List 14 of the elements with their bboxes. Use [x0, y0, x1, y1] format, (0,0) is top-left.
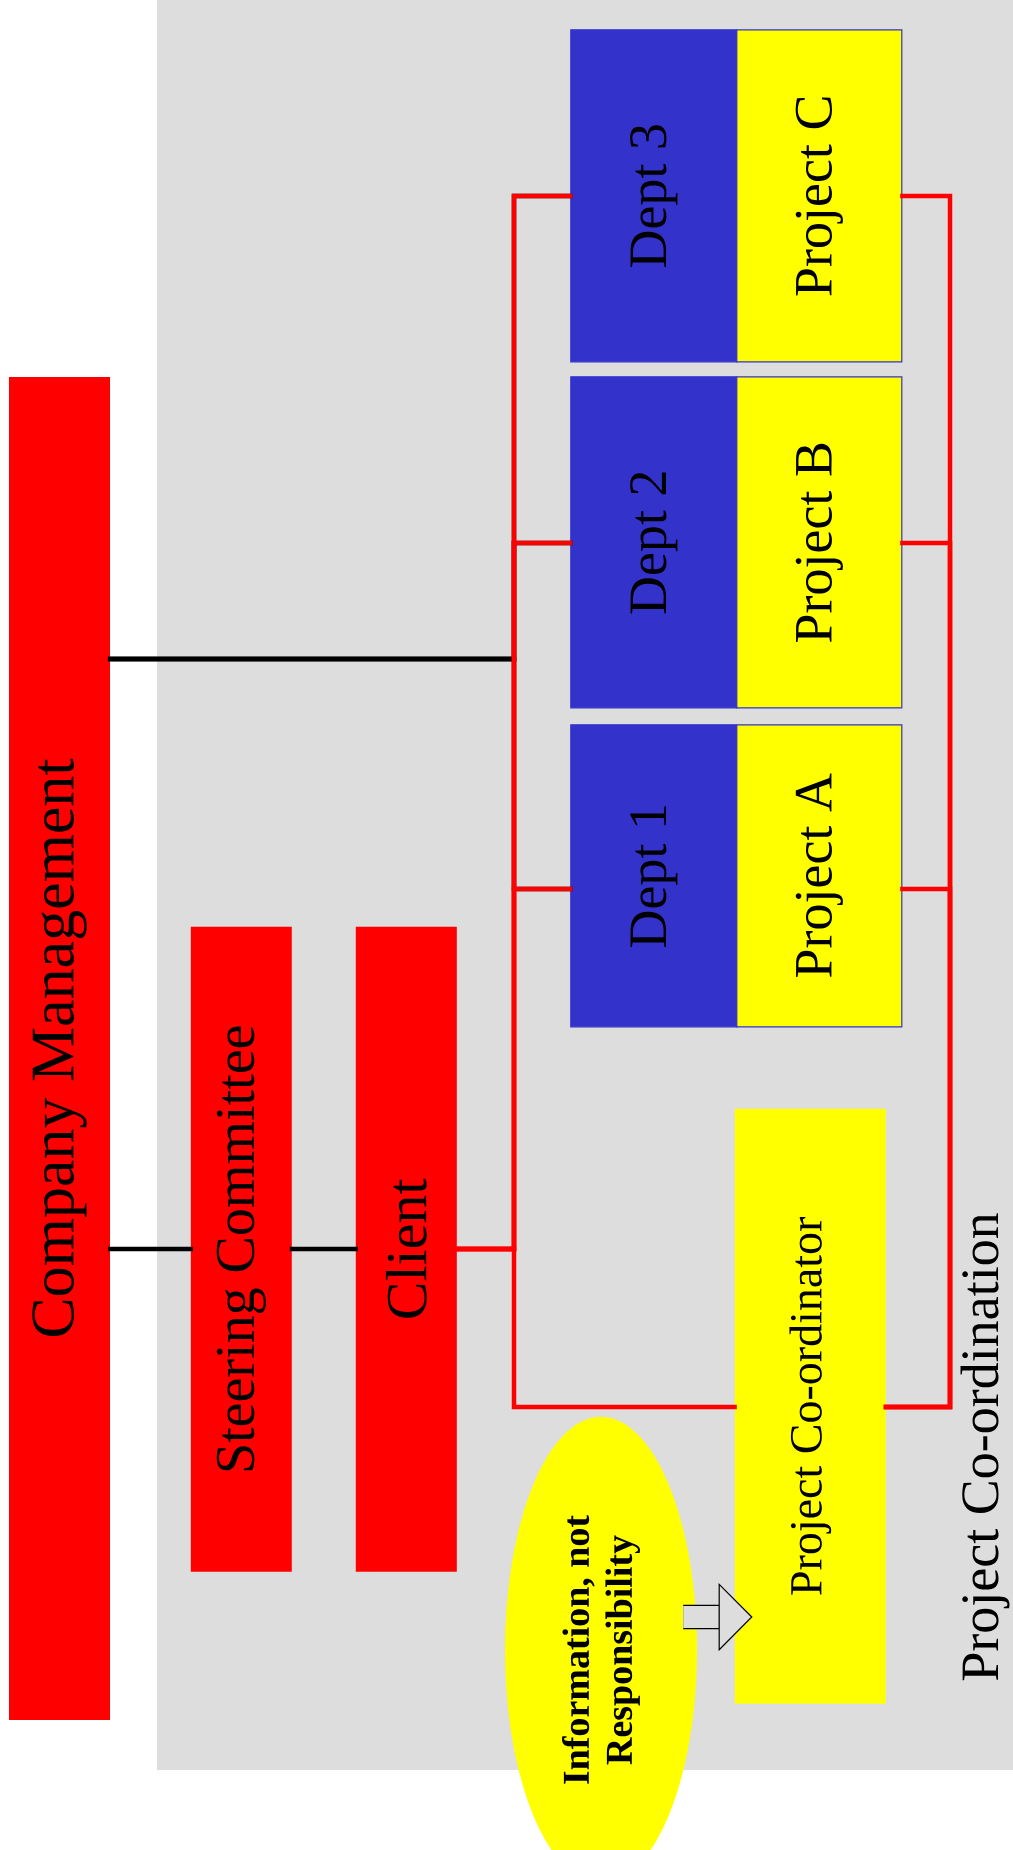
connector-line	[107, 1246, 193, 1252]
connector-line	[289, 1246, 358, 1252]
project-box: Project B	[736, 376, 903, 709]
org-box: Steering Committee	[190, 926, 292, 1572]
org-box: Company Management	[9, 377, 110, 1720]
project-box: Project C	[736, 29, 903, 363]
project-box: Project A	[736, 724, 903, 1028]
department-box: Dept 3	[570, 29, 738, 363]
connector-line	[883, 193, 953, 1410]
department-box: Dept 2	[570, 376, 738, 709]
coordinator-box: Project Co-ordinator	[734, 1108, 886, 1704]
connector-line	[454, 1246, 737, 1410]
org-box: Client	[355, 926, 457, 1572]
department-box: Dept 1	[570, 724, 738, 1028]
